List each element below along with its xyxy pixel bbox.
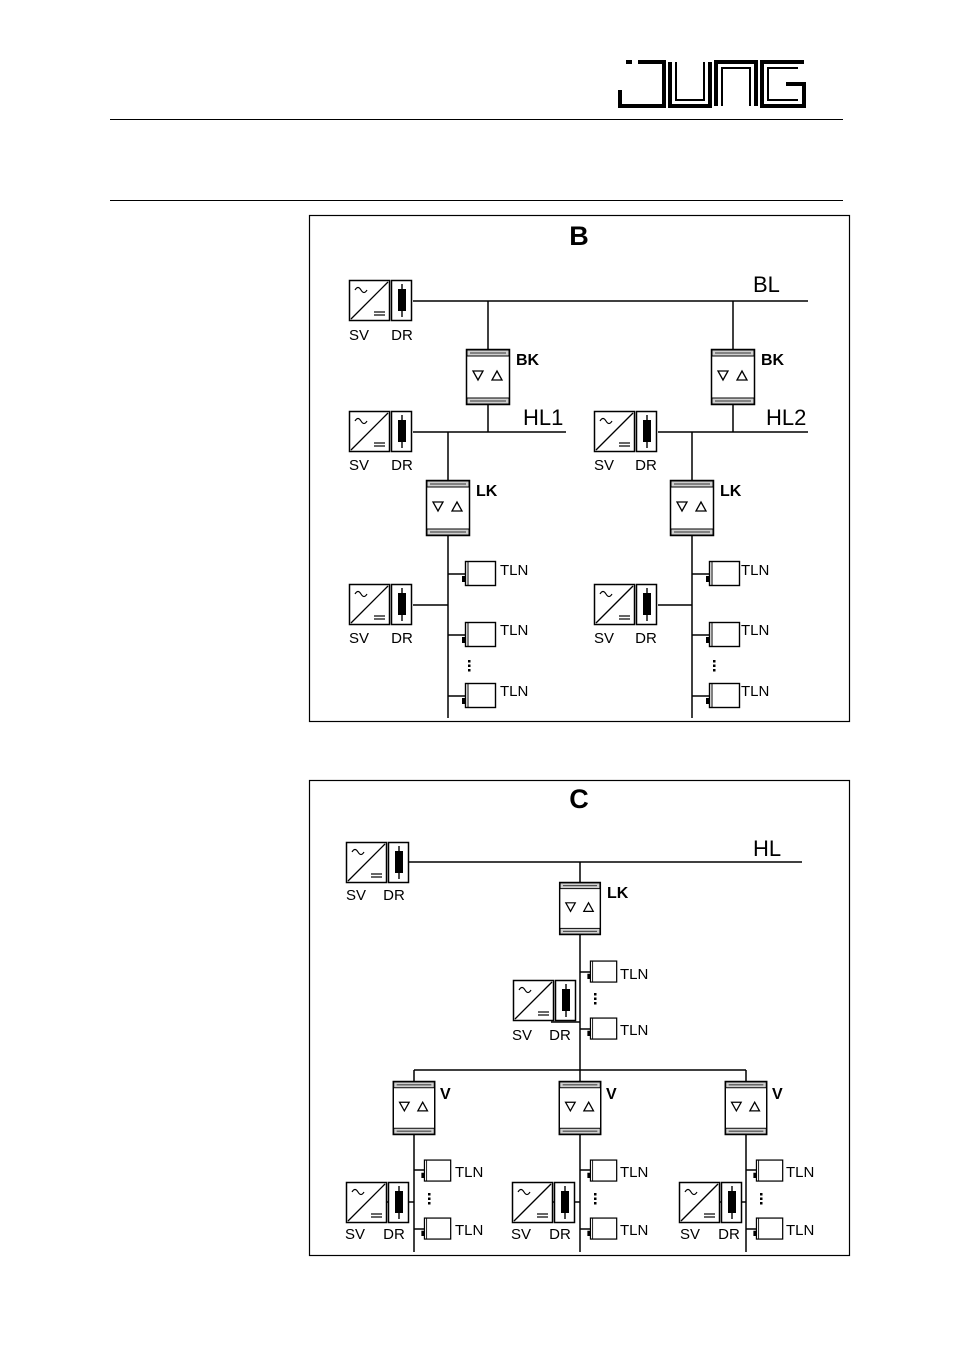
label-dr: DR xyxy=(549,1027,571,1044)
diagram-b-frame xyxy=(308,214,851,723)
label-lk: LK xyxy=(720,483,742,500)
ellipsis-dots xyxy=(428,1193,431,1205)
backbone-coupler-2: BK xyxy=(710,348,785,406)
power-supply-line1: SV DR xyxy=(348,583,413,647)
label-v: V xyxy=(772,1086,783,1103)
header-rule-bottom xyxy=(110,200,843,201)
ellipsis-dots xyxy=(760,1193,763,1205)
label-tln: TLN xyxy=(620,1164,648,1181)
label-hl1: HL1 xyxy=(523,405,563,430)
participant-device: TLN xyxy=(705,560,769,587)
ellipsis-dots xyxy=(468,660,471,672)
diagram-c-frame xyxy=(308,779,851,1257)
label-v: V xyxy=(606,1086,617,1103)
participant-device: TLN xyxy=(461,682,528,709)
label-tln: TLN xyxy=(620,1222,648,1239)
label-dr: DR xyxy=(718,1226,740,1243)
label-lk: LK xyxy=(607,885,629,902)
participant-device: TLN xyxy=(586,1017,648,1040)
label-sv: SV xyxy=(512,1027,532,1044)
label-dr: DR xyxy=(549,1226,571,1243)
diagram-b: B BL HL1 HL2 S xyxy=(308,214,851,723)
label-bl: BL xyxy=(753,272,780,297)
diagram-b-title: B xyxy=(569,221,589,251)
repeater-2: V xyxy=(558,1080,617,1136)
label-tln: TLN xyxy=(741,683,769,700)
participant-device: TLN xyxy=(461,560,528,587)
participant-device: TLN xyxy=(420,1217,483,1240)
label-hl: HL xyxy=(753,836,781,861)
diagram-c: C HL SV xyxy=(308,779,851,1257)
participant-device: TLN xyxy=(420,1159,483,1182)
label-sv: SV xyxy=(680,1226,700,1243)
repeater-1: V xyxy=(392,1080,451,1136)
repeater-3: V xyxy=(724,1080,783,1136)
backbone-coupler-1: BK xyxy=(465,348,540,406)
participant-device: TLN xyxy=(586,960,648,983)
label-dr: DR xyxy=(383,1226,405,1243)
label-bk: BK xyxy=(516,352,540,369)
label-tln: TLN xyxy=(620,966,648,983)
diagram-c-title: C xyxy=(569,784,589,814)
label-tln: TLN xyxy=(741,562,769,579)
ellipsis-dots xyxy=(713,660,716,672)
ellipsis-dots xyxy=(594,993,597,1005)
label-tln: TLN xyxy=(500,562,528,579)
line-coupler-1: LK xyxy=(425,479,498,537)
power-supply-line: SV DR xyxy=(512,979,577,1044)
label-dr: DR xyxy=(635,630,657,647)
label-tln: TLN xyxy=(620,1022,648,1039)
label-sv: SV xyxy=(349,457,369,474)
participant-device: TLN xyxy=(586,1159,648,1182)
label-tln: TLN xyxy=(786,1164,814,1181)
label-dr: DR xyxy=(391,327,413,344)
power-supply-hl: SV DR xyxy=(345,841,410,904)
label-dr: DR xyxy=(391,457,413,474)
participant-device: TLN xyxy=(461,621,528,648)
label-sv: SV xyxy=(594,630,614,647)
label-tln: TLN xyxy=(786,1222,814,1239)
label-dr: DR xyxy=(391,630,413,647)
label-tln: TLN xyxy=(500,683,528,700)
label-sv: SV xyxy=(345,1226,365,1243)
label-hl2: HL2 xyxy=(766,405,806,430)
line-coupler-2: LK xyxy=(669,479,742,537)
line-coupler: LK xyxy=(558,881,629,936)
power-supply-hl2: SV DR xyxy=(593,410,658,474)
power-supply-hl1: SV DR xyxy=(348,410,413,474)
power-supply-line2: SV DR xyxy=(593,583,658,647)
participant-device: TLN xyxy=(752,1217,814,1240)
label-dr: DR xyxy=(383,887,405,904)
power-supply-segment-1: SV DR xyxy=(345,1181,410,1243)
label-sv: SV xyxy=(594,457,614,474)
label-sv: SV xyxy=(346,887,366,904)
participant-device: TLN xyxy=(705,682,769,709)
participant-device: TLN xyxy=(705,621,769,648)
label-dr: DR xyxy=(635,457,657,474)
power-supply-segment-3: SV DR xyxy=(678,1181,743,1243)
label-sv: SV xyxy=(511,1226,531,1243)
participant-device: TLN xyxy=(586,1217,648,1240)
participant-device: TLN xyxy=(752,1159,814,1182)
jung-logo xyxy=(618,60,806,108)
label-tln: TLN xyxy=(741,622,769,639)
header-rule-top xyxy=(110,119,843,120)
label-v: V xyxy=(440,1086,451,1103)
label-tln: TLN xyxy=(500,622,528,639)
label-tln: TLN xyxy=(455,1222,483,1239)
power-supply-segment-2: SV DR xyxy=(511,1181,576,1243)
label-tln: TLN xyxy=(455,1164,483,1181)
ellipsis-dots xyxy=(594,1193,597,1205)
label-sv: SV xyxy=(349,327,369,344)
label-bk: BK xyxy=(761,352,785,369)
label-lk: LK xyxy=(476,483,498,500)
power-supply-bl: SV DR xyxy=(348,279,413,344)
label-sv: SV xyxy=(349,630,369,647)
